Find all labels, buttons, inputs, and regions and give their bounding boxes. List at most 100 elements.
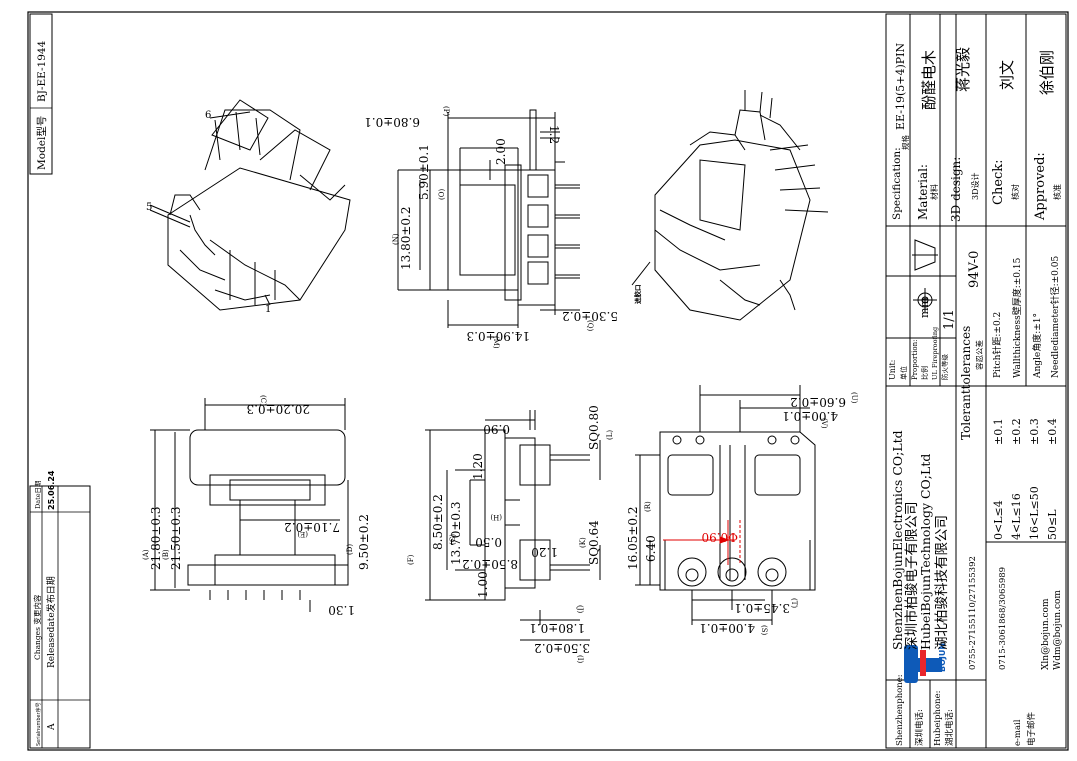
dim-sq080: SQ0.80 — [587, 405, 601, 450]
dim-v: 4.00±0.1 — [782, 409, 838, 423]
dim-120a: 1.20 — [471, 453, 485, 480]
dim-r-label: (R) — [644, 501, 652, 512]
hb-phone: 0715-3061868/3065989 — [998, 567, 1008, 670]
dim-r: 16.05±0.2 — [626, 507, 640, 571]
dim-v-label: (V) — [820, 418, 828, 429]
check-cn: 核对 — [1010, 184, 1020, 200]
unit-cn: 单位 — [899, 366, 908, 380]
tol-range: 16<L≤50 — [1028, 486, 1041, 540]
email-1: Xln@bojun.com — [1041, 598, 1051, 670]
title-block — [885, 13, 1067, 749]
approved-value: 徐伯刚 — [1038, 50, 1056, 95]
email-label: e-mail — [1013, 719, 1023, 746]
dim-s-label: (S) — [760, 625, 768, 636]
projection-symbol-icon — [912, 239, 938, 312]
dim-e-label: (E) — [297, 530, 308, 538]
dim-f: 13.70±0.3 — [449, 502, 463, 566]
company-cn-2: 湖北柏骏科技有限公司 — [934, 515, 950, 650]
proportion-value: 1/1 — [942, 309, 957, 330]
dim-u-label: (U) — [850, 392, 858, 404]
dim-t: 3.45±0.1 — [734, 601, 790, 615]
dim-a-label: (A) — [142, 549, 150, 560]
tol-pitch: Pitch针距:±0.2 — [991, 312, 1003, 378]
dim-e: 7.10±0.2 — [284, 520, 340, 534]
company-en-1: ShenzhenBojunElectronics CO;Ltd — [890, 430, 905, 650]
design-value: 蒋光毅 — [954, 47, 972, 92]
hole-callout — [663, 520, 741, 565]
hb-phone-label: Hubeiphone: — [933, 691, 943, 746]
sz-phone-cn: 深圳电话: — [914, 709, 925, 746]
spec-cn: 规格 — [900, 135, 910, 150]
dim-p-label: (P) — [442, 106, 450, 116]
company-logo: BOJUN — [904, 643, 947, 683]
dim-o-label: (O) — [438, 189, 446, 200]
tol-range: 0<L≤4 — [992, 500, 1005, 540]
changes-col-changes: Changes 变更内容 — [32, 594, 42, 660]
dim-a: 21.80±0.3 — [149, 507, 163, 571]
email-cn: 电子邮件 — [1026, 711, 1037, 746]
dim-n-label: (N) — [392, 233, 400, 245]
dim-m-label: (M) — [492, 336, 500, 349]
logo-text: BOJUN — [938, 643, 947, 672]
changes-col-date: Date日期 — [34, 480, 42, 509]
dim-h: 8.50±0.2 — [462, 557, 518, 571]
dim-c-label: (C) — [259, 395, 267, 406]
bottom-view — [635, 385, 816, 625]
dim-p: 6.80±0.1 — [364, 115, 420, 129]
ul-value: 94V-0 — [967, 251, 982, 288]
side-view-2 — [425, 410, 601, 641]
dim-m: 14.90±0.3 — [467, 329, 531, 343]
dim-b: 21.50±0.3 — [169, 507, 183, 571]
dim-i-label: (I) — [576, 655, 584, 663]
top-view — [150, 398, 349, 612]
side-view — [397, 109, 580, 328]
changes-row-change: Releasedate发布日期 — [45, 576, 57, 668]
dim-120b: 1.20 — [531, 545, 558, 559]
proportion-label: Proportion: — [911, 340, 919, 380]
dim-s: 4.00±0.1 — [699, 621, 755, 635]
dim-2: 2.00 — [494, 138, 508, 165]
tol-wall: Wallthickness壁厚度:±0.15 — [1011, 257, 1023, 378]
dim-u: 6.60±0.2 — [790, 395, 846, 409]
check-value: 刘文 — [998, 60, 1016, 90]
dim-n: 13.80±0.2 — [399, 207, 413, 271]
dim-d: 9.50±0.2 — [357, 514, 371, 570]
dim-i: 3.50±0.2 — [534, 641, 590, 655]
dim-j: 1.80±0.1 — [529, 621, 585, 635]
tol-value: ±0.1 — [992, 418, 1005, 445]
inlet-label: 进胶口 — [633, 285, 642, 305]
dim-f-label: (F) — [407, 554, 415, 565]
proportion-cn: 比例 — [920, 366, 929, 380]
design-label: 3D design: — [949, 157, 963, 222]
pin5-label: 5 — [146, 202, 152, 213]
iso-view-left — [149, 99, 351, 311]
dim-q: 5.30±0.2 — [562, 309, 618, 323]
dim-050: 0.50 — [475, 535, 502, 549]
tol-range: 50≤L — [1046, 509, 1059, 540]
dim-hole: Φ0.90 — [701, 530, 738, 544]
changes-table: Serialnumber序号 Changes 变更内容 Date日期 A Rel… — [29, 470, 91, 749]
dim-b-label: (B) — [162, 549, 170, 560]
ul-cn: 防火等级 — [940, 354, 949, 381]
material-cn: 材料 — [929, 184, 939, 200]
pin6-label: 6 — [205, 110, 211, 121]
company-cn-1: 深圳市柏骏电子有限公司 — [903, 502, 920, 651]
check-label: Check: — [991, 159, 1006, 205]
design-cn: 3D设计 — [970, 172, 980, 200]
tol-ranges: 0<L≤4 4<L≤16 16<L≤50 50≤L — [992, 486, 1059, 540]
hb-phone-cn: 湖北电话: — [944, 709, 955, 746]
tol-range: 4<L≤16 — [1010, 493, 1023, 540]
dim-j-label: (J) — [576, 605, 584, 614]
dim-g-label: (G) — [449, 534, 457, 545]
sz-phone-label: Shenzhenphone: — [895, 674, 905, 746]
pin1-label: 1 — [265, 304, 271, 315]
spec-value: EE-19(5+4)PIN — [894, 42, 907, 130]
dim-100: 1.00 — [476, 571, 490, 598]
ul-label: UL Fireproofing — [931, 327, 939, 380]
tol-angle: Angle角度:±1° — [1031, 313, 1043, 379]
model-box: Model型号 BJ-EE-1944 — [29, 13, 53, 175]
sz-phone: 0755-27155110/27155392 — [968, 556, 978, 670]
unit-label: Unit: — [888, 360, 897, 380]
dim-g: 8.50±0.2 — [431, 494, 445, 550]
